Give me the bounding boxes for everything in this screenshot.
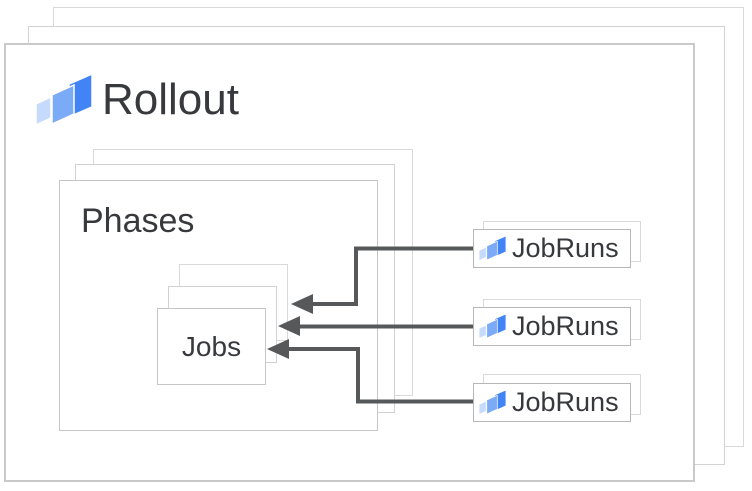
jobruns-label: JobRuns: [512, 387, 619, 417]
jobruns-label: JobRuns: [512, 233, 619, 263]
cloud-deploy-icon-medium-panel: [486, 318, 498, 339]
jobruns-card-1: JobRuns: [473, 229, 631, 268]
rollout-label: Rollout: [102, 75, 239, 124]
cloud-deploy-icon-light-panel: [479, 400, 487, 415]
jobruns-card-3: JobRuns: [473, 383, 631, 422]
cloud-deploy-icon: [479, 390, 506, 415]
cloud-deploy-icon-light-panel: [479, 324, 487, 339]
jobs-label: Jobs: [181, 330, 242, 362]
cloud-deploy-icon: [479, 236, 506, 261]
cloud-deploy-icon: [479, 314, 506, 339]
cloud-deploy-icon-medium-panel: [51, 83, 75, 126]
jobruns-label: JobRuns: [512, 311, 619, 341]
jobruns-card-2: JobRuns: [473, 307, 631, 346]
cloud-deploy-icon: [36, 74, 92, 126]
cloud-deploy-icon-light-panel: [36, 95, 52, 126]
cloud-deploy-icon-medium-panel: [486, 240, 498, 261]
jobs-card-front: Jobs: [157, 308, 266, 385]
cloud-deploy-icon-light-panel: [479, 246, 487, 261]
cloud-deploy-icon-medium-panel: [486, 394, 498, 415]
phases-label: Phases: [81, 202, 195, 240]
